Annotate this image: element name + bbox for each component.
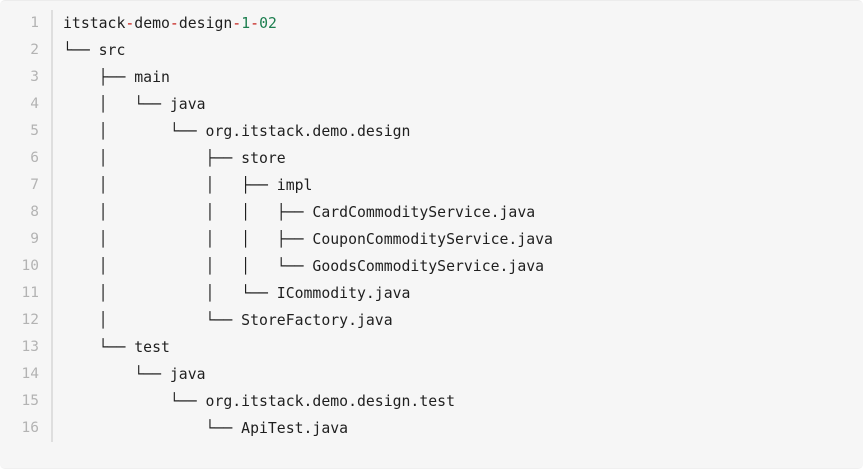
code-line: 4 │ └── java bbox=[0, 91, 863, 118]
code-line: 3 ├── main bbox=[0, 64, 863, 91]
code-line-content: │ └── java bbox=[52, 91, 863, 118]
code-line-content: │ ├── store bbox=[52, 145, 863, 172]
code-token-plain: itstack bbox=[63, 15, 126, 32]
line-number: 7 bbox=[0, 172, 53, 199]
code-token-num: 1 bbox=[241, 15, 251, 32]
code-token-plain: │ │ │ ├── CouponCommodityService.java bbox=[63, 231, 553, 248]
code-token-plain: │ │ │ └── GoodsCommodityService.java bbox=[63, 258, 545, 275]
code-line-content: └── org.itstack.demo.design.test bbox=[52, 388, 863, 415]
code-line-content: └── ApiTest.java bbox=[52, 415, 863, 442]
line-number: 14 bbox=[0, 361, 53, 388]
code-token-plain: ├── main bbox=[63, 69, 170, 86]
code-token-punct: - bbox=[232, 15, 242, 32]
code-token-plain: │ └── java bbox=[63, 96, 206, 113]
line-number: 10 bbox=[0, 253, 53, 280]
code-token-plain: demo bbox=[134, 15, 170, 32]
code-line: 13 └── test bbox=[0, 334, 863, 361]
code-token-punct: - bbox=[125, 15, 135, 32]
line-number: 6 bbox=[0, 145, 53, 172]
line-number: 3 bbox=[0, 64, 53, 91]
code-token-plain: │ │ └── ICommodity.java bbox=[63, 285, 411, 302]
code-line: 10 │ │ │ └── GoodsCommodityService.java bbox=[0, 253, 863, 280]
code-token-plain: └── org.itstack.demo.design.test bbox=[63, 393, 455, 410]
code-token-plain: │ └── StoreFactory.java bbox=[63, 312, 393, 329]
code-line: 8 │ │ │ ├── CardCommodityService.java bbox=[0, 199, 863, 226]
line-number: 4 bbox=[0, 91, 53, 118]
code-line-content: │ └── StoreFactory.java bbox=[52, 307, 863, 334]
code-token-plain: │ │ │ ├── CardCommodityService.java bbox=[63, 204, 536, 221]
code-token-plain: └── test bbox=[63, 339, 170, 356]
code-token-plain: └── ApiTest.java bbox=[63, 420, 349, 437]
code-line-content: │ │ └── ICommodity.java bbox=[52, 280, 863, 307]
code-line-content: │ │ │ └── GoodsCommodityService.java bbox=[52, 253, 863, 280]
code-token-num: 02 bbox=[259, 15, 277, 32]
code-line-content: └── src bbox=[52, 37, 863, 64]
code-line: 14 └── java bbox=[0, 361, 863, 388]
line-number: 12 bbox=[0, 307, 53, 334]
code-line: 9 │ │ │ ├── CouponCommodityService.java bbox=[0, 226, 863, 253]
code-token-plain: design bbox=[178, 15, 233, 32]
code-token-plain: │ └── org.itstack.demo.design bbox=[63, 123, 411, 140]
code-line-content: ├── main bbox=[52, 64, 863, 91]
line-number: 11 bbox=[0, 280, 53, 307]
code-token-plain: └── java bbox=[63, 366, 206, 383]
code-line: 5 │ └── org.itstack.demo.design bbox=[0, 118, 863, 145]
code-line: 12 │ └── StoreFactory.java bbox=[0, 307, 863, 334]
code-line: 11 │ │ └── ICommodity.java bbox=[0, 280, 863, 307]
code-line-content: └── java bbox=[52, 361, 863, 388]
code-line-content: └── test bbox=[52, 334, 863, 361]
code-token-punct: - bbox=[250, 15, 260, 32]
line-number: 5 bbox=[0, 118, 53, 145]
code-line-content: │ │ │ ├── CardCommodityService.java bbox=[52, 199, 863, 226]
code-token-plain: │ │ ├── impl bbox=[63, 177, 313, 194]
code-line: 7 │ │ ├── impl bbox=[0, 172, 863, 199]
line-number: 1 bbox=[0, 10, 53, 37]
code-line-content: itstack-demo-design-1-02 bbox=[52, 10, 863, 37]
line-number: 13 bbox=[0, 334, 53, 361]
code-token-punct: - bbox=[169, 15, 179, 32]
line-number: 16 bbox=[0, 415, 53, 442]
code-line: 15 └── org.itstack.demo.design.test bbox=[0, 388, 863, 415]
code-line-content: │ │ │ ├── CouponCommodityService.java bbox=[52, 226, 863, 253]
line-number: 2 bbox=[0, 37, 53, 64]
code-token-plain: └── src bbox=[63, 42, 126, 59]
code-line: 16 └── ApiTest.java bbox=[0, 415, 863, 442]
code-token-plain: │ ├── store bbox=[63, 150, 286, 167]
code-line: 6 │ ├── store bbox=[0, 145, 863, 172]
code-line: 2 └── src bbox=[0, 37, 863, 64]
code-line-content: │ │ ├── impl bbox=[52, 172, 863, 199]
line-number: 9 bbox=[0, 226, 53, 253]
line-number: 8 bbox=[0, 199, 53, 226]
line-number: 15 bbox=[0, 388, 53, 415]
code-line-content: │ └── org.itstack.demo.design bbox=[52, 118, 863, 145]
